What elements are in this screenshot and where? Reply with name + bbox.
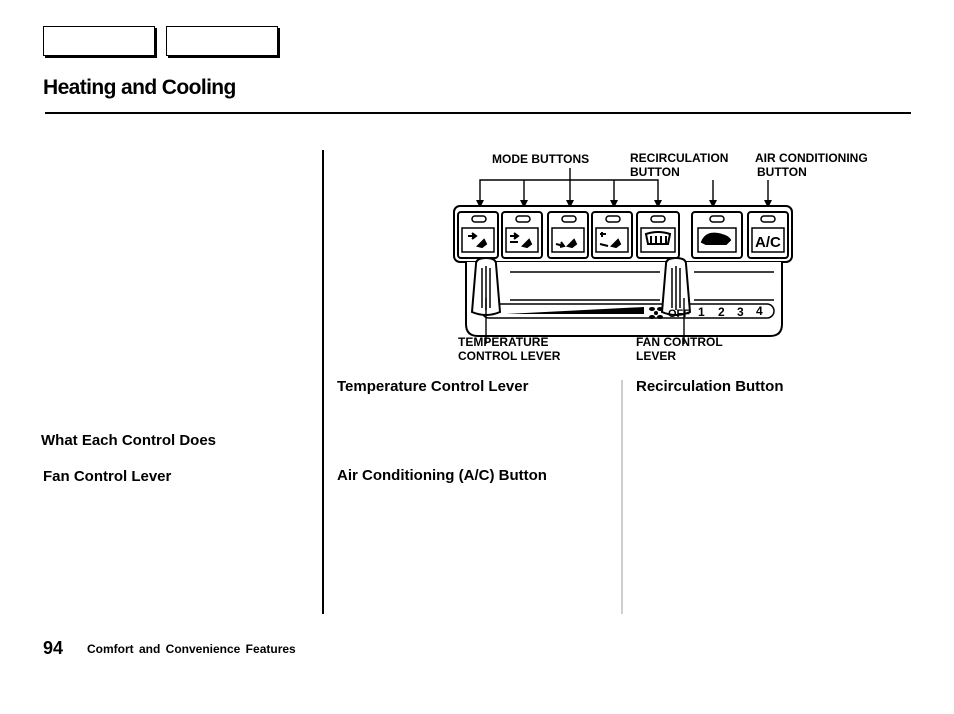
fan-scale-2: 2: [718, 305, 725, 319]
heading-fan-control-lever: Fan Control Lever: [43, 468, 172, 485]
fan-scale-off: OFF: [668, 308, 690, 320]
floor-defrost-icon: [599, 232, 622, 249]
temperature-gradient-bar: [506, 307, 644, 314]
fan-scale-1: 1: [698, 305, 705, 319]
recirculation-icon: [700, 232, 732, 245]
defrost-icon: [644, 231, 672, 245]
button-icon-faces: [461, 227, 785, 253]
heading-air-conditioning-button: Air Conditioning (A/C) Button: [337, 467, 547, 484]
vent-icon: [468, 232, 488, 249]
bilevel-icon: [510, 232, 533, 249]
slider-tracks: [481, 271, 775, 319]
section-name: Comfort and Convenience Features: [87, 642, 296, 656]
ac-button-label: A/C: [755, 234, 781, 251]
callout-ac-2: BUTTON: [757, 165, 807, 179]
callout-mode-buttons: MODE BUTTONS: [492, 152, 589, 166]
fan-scale-4: 4: [756, 304, 763, 318]
indicator-lights: [471, 215, 776, 223]
callout-fan-2: LEVER: [636, 349, 676, 363]
mode-icons: [468, 231, 732, 249]
fan-icon: [649, 307, 663, 319]
page-title: Heating and Cooling: [43, 76, 236, 99]
callout-fan-1: FAN CONTROL: [636, 335, 723, 349]
lever-callout-lines: [485, 298, 685, 344]
mode-callout-lines: [479, 168, 769, 202]
fan-control-lever[interactable]: [660, 256, 692, 316]
callout-ac-1: AIR CONDITIONING: [755, 151, 868, 165]
column-divider: [322, 150, 324, 614]
callout-temp-1: TEMPERATURE: [458, 335, 548, 349]
callout-recirculation-2: BUTTON: [630, 165, 680, 179]
nav-button-2[interactable]: [166, 26, 278, 56]
callout-temp-2: CONTROL LEVER: [458, 349, 561, 363]
heading-what-each-control-does: What Each Control Does: [41, 432, 217, 449]
callout-recirculation-1: RECIRCULATION: [630, 151, 728, 165]
heading-temperature-control-lever: Temperature Control Lever: [337, 378, 529, 395]
title-rule: [45, 112, 911, 114]
nav-button-1[interactable]: [43, 26, 155, 56]
floor-icon: [555, 238, 578, 249]
heading-recirculation-button: Recirculation Button: [636, 378, 784, 395]
column-divider-light: [621, 380, 623, 614]
control-panel-diagram: MODE BUTTONS RECIRCULATION BUTTON AIR CO…: [453, 151, 868, 363]
page-number: 94: [43, 638, 64, 658]
fan-scale-3: 3: [737, 305, 744, 319]
callout-arrowheads: [476, 200, 772, 208]
lever-panel-outline: [465, 262, 783, 337]
temperature-control-lever[interactable]: [470, 256, 502, 316]
